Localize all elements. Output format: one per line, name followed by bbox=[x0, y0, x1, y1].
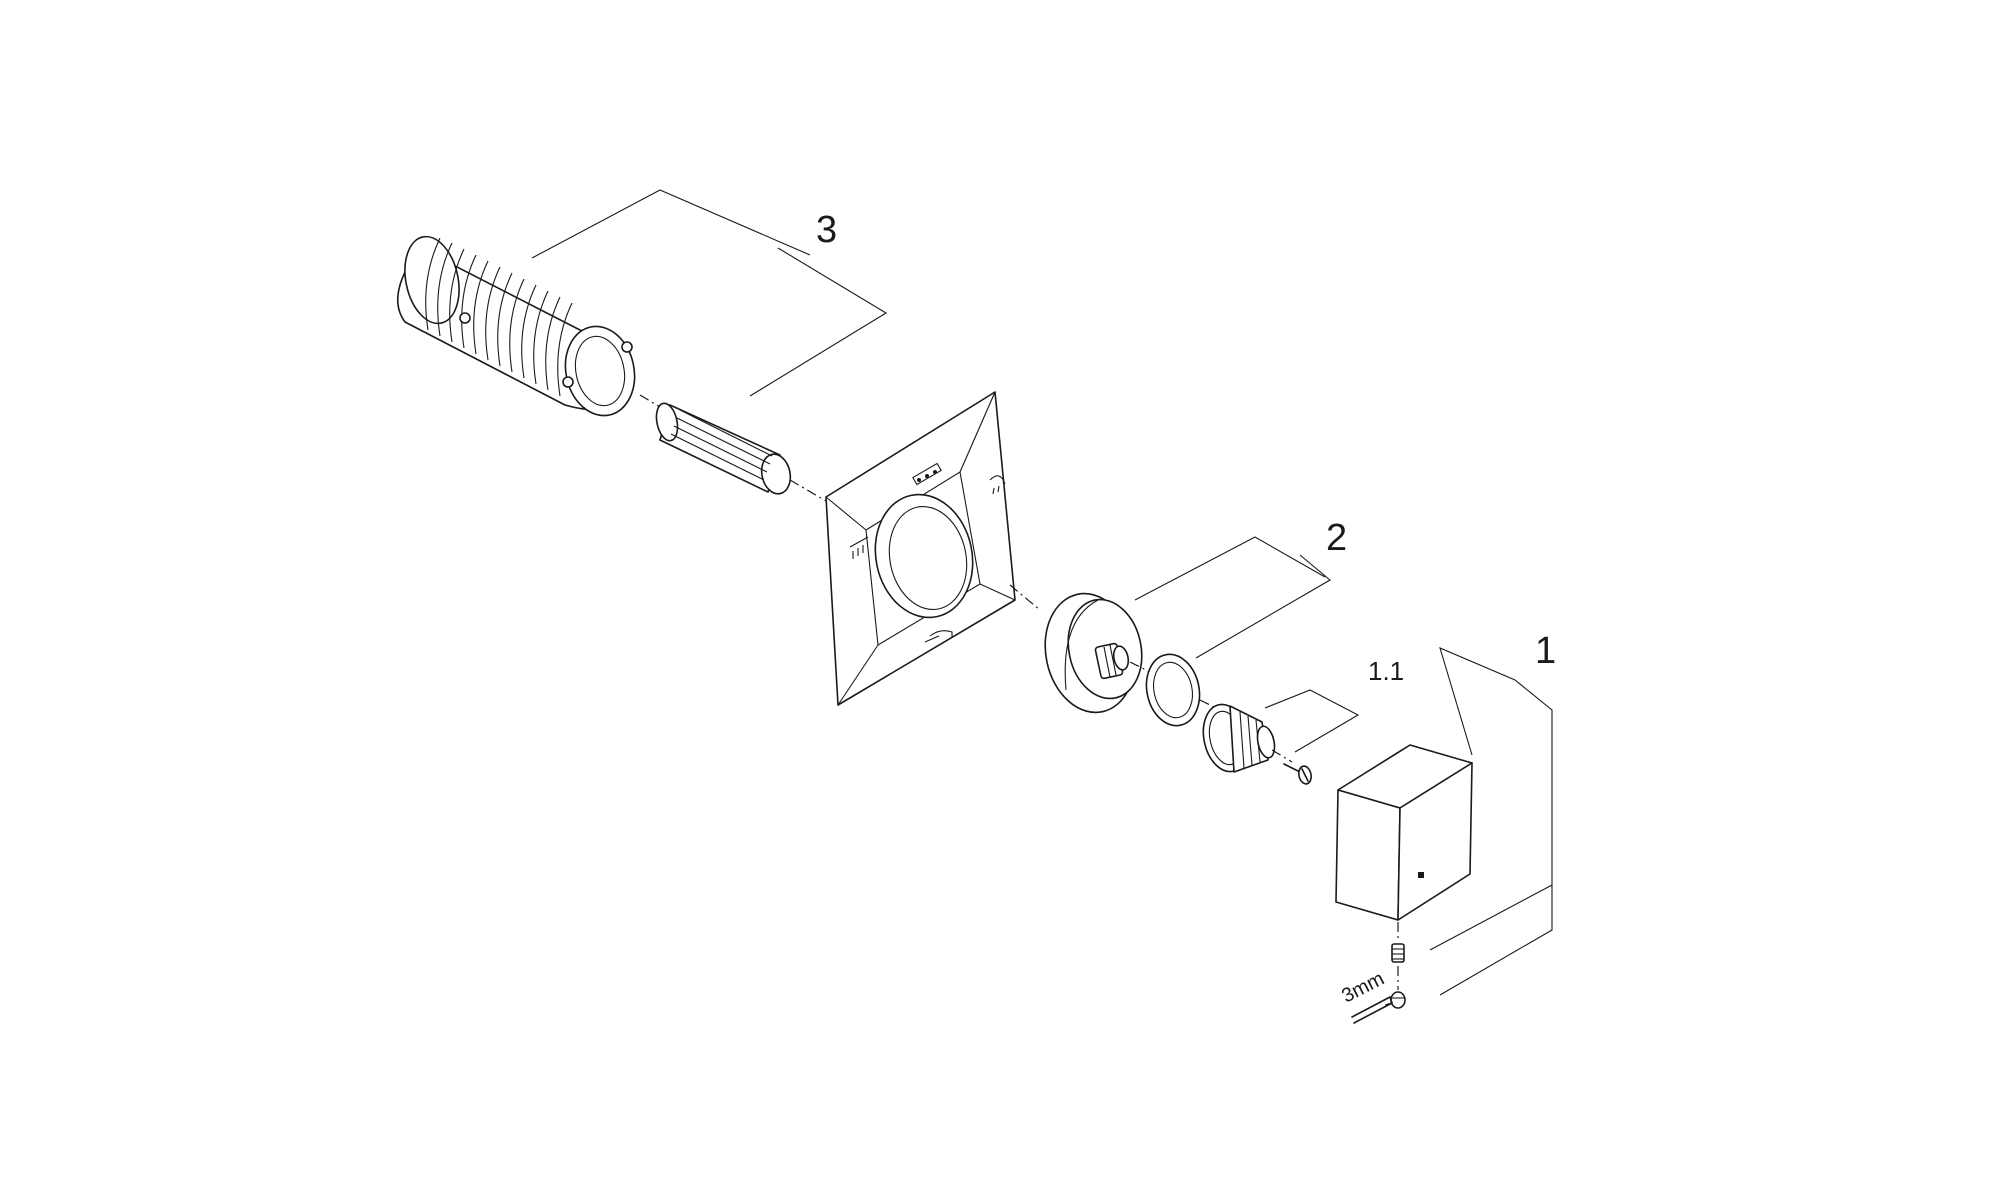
bath-spout-icon bbox=[924, 630, 953, 643]
sleeve-thread-rings bbox=[425, 237, 573, 397]
part-label-1-1: 1.1 bbox=[1368, 656, 1404, 686]
axis-line-6 bbox=[1271, 749, 1293, 763]
square-handle bbox=[1335, 744, 1473, 921]
axis-line-5 bbox=[1199, 699, 1221, 711]
axis-line-4 bbox=[1129, 661, 1151, 673]
callout-1-1-leaders bbox=[1264, 689, 1360, 753]
fixing-screw bbox=[1283, 763, 1312, 785]
axis-line-3 bbox=[1009, 584, 1041, 611]
callout-1-leaders bbox=[1429, 647, 1553, 996]
o-ring-seal bbox=[1145, 653, 1201, 727]
escutcheon-plate bbox=[825, 391, 1016, 706]
part-label-2: 2 bbox=[1326, 517, 1347, 559]
splined-adapter bbox=[1202, 703, 1276, 773]
callout-2-leaders bbox=[1134, 536, 1331, 659]
callout-3-leaders bbox=[531, 189, 888, 397]
shower-head-icon bbox=[912, 462, 942, 486]
part-label-1: 1 bbox=[1535, 630, 1556, 672]
handle-indicator-dot bbox=[1418, 872, 1424, 878]
allen-key-tool bbox=[1351, 996, 1393, 1024]
spindle-extension bbox=[655, 402, 792, 495]
threaded-extension-sleeve bbox=[397, 235, 636, 417]
hand-shower-icon bbox=[849, 536, 869, 559]
cover-cap bbox=[1390, 991, 1406, 1009]
cartridge-housing bbox=[1044, 592, 1143, 714]
grub-screw bbox=[1391, 943, 1405, 963]
part-label-3: 3 bbox=[816, 209, 837, 251]
rain-shower-icon bbox=[989, 475, 1006, 495]
